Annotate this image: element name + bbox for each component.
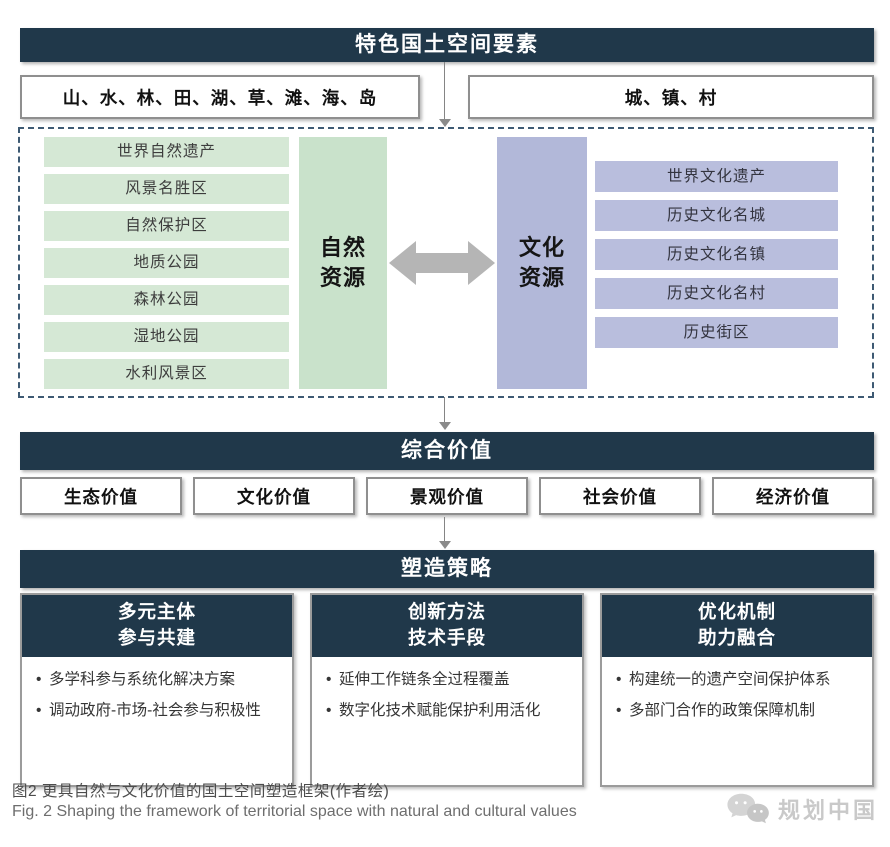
cultural-item: 历史文化名村	[595, 278, 838, 309]
cultural-item: 历史文化名镇	[595, 239, 838, 270]
value-section-header: 综合价值	[20, 432, 874, 470]
natural-item: 水利风景区	[44, 359, 289, 389]
down-arrow-line-3	[444, 517, 445, 542]
down-arrow-icon	[439, 422, 451, 430]
strategy-section-header: 塑造策略	[20, 550, 874, 588]
strategy-card-participation: 多元主体 参与共建 多学科参与系统化解决方案 调动政府-市场-社会参与积极性	[20, 593, 294, 787]
strategy-card-body: 多学科参与系统化解决方案 调动政府-市场-社会参与积极性	[22, 657, 292, 785]
natural-item: 世界自然遗产	[44, 137, 289, 167]
strategy-card-header: 优化机制 助力融合	[602, 595, 872, 657]
value-box: 景观价值	[366, 477, 528, 515]
natural-panel-line1: 自然	[319, 235, 366, 260]
value-box: 生态价值	[20, 477, 182, 515]
value-box: 经济价值	[712, 477, 874, 515]
down-arrow-line-1	[444, 62, 445, 120]
brand-logo: 规划中国	[726, 792, 878, 826]
cultural-item: 历史文化名城	[595, 200, 838, 231]
strategy-cards-row: 多元主体 参与共建 多学科参与系统化解决方案 调动政府-市场-社会参与积极性 创…	[20, 593, 874, 787]
caption-english: Fig. 2 Shaping the framework of territor…	[12, 803, 577, 820]
strategy-bullet: 调动政府-市场-社会参与积极性	[32, 700, 284, 722]
strategy-card-title-line2: 技术手段	[407, 627, 486, 648]
natural-item: 自然保护区	[44, 211, 289, 241]
strategy-card-header: 多元主体 参与共建	[22, 595, 292, 657]
value-box: 文化价值	[193, 477, 355, 515]
strategy-bullet: 构建统一的遗产空间保护体系	[612, 669, 864, 691]
natural-item: 地质公园	[44, 248, 289, 278]
cultural-item: 世界文化遗产	[595, 161, 838, 192]
strategy-card-header: 创新方法 技术手段	[312, 595, 582, 657]
down-arrow-line-2	[444, 397, 445, 423]
double-arrow-icon	[389, 241, 495, 285]
strategy-bullet: 延伸工作链条全过程覆盖	[322, 669, 574, 691]
down-arrow-icon	[439, 119, 451, 127]
chat-bubbles-icon	[727, 793, 769, 824]
strategy-card-title-line2: 助力融合	[697, 627, 776, 648]
strategy-bullet: 数字化技术赋能保护利用活化	[322, 700, 574, 722]
value-section-title: 综合价值	[401, 439, 493, 462]
value-boxes-row: 生态价值 文化价值 景观价值 社会价值 经济价值	[20, 477, 874, 515]
strategy-card-title-line1: 优化机制	[697, 601, 776, 622]
settlement-elements-label: 城、镇、村	[624, 87, 718, 108]
strategy-card-mechanism: 优化机制 助力融合 构建统一的遗产空间保护体系 多部门合作的政策保障机制	[600, 593, 874, 787]
strategy-card-body: 构建统一的遗产空间保护体系 多部门合作的政策保障机制	[602, 657, 872, 785]
cultural-panel-line2: 资源	[518, 265, 565, 290]
strategy-card-body: 延伸工作链条全过程覆盖 数字化技术赋能保护利用活化	[312, 657, 582, 785]
natural-item: 森林公园	[44, 285, 289, 315]
natural-item: 湿地公园	[44, 322, 289, 352]
top-header: 特色国土空间要素	[20, 28, 874, 62]
strategy-card-innovation: 创新方法 技术手段 延伸工作链条全过程覆盖 数字化技术赋能保护利用活化	[310, 593, 584, 787]
strategy-card-title-line1: 创新方法	[407, 601, 486, 622]
cultural-panel-line1: 文化	[518, 235, 565, 260]
value-box: 社会价值	[539, 477, 701, 515]
cultural-resources-panel: 文化 资源	[497, 137, 587, 389]
strategy-card-title-line1: 多元主体	[117, 601, 196, 622]
strategy-card-title-line2: 参与共建	[117, 627, 196, 648]
brand-logo-text: 规划中国	[777, 798, 878, 823]
natural-item: 风景名胜区	[44, 174, 289, 204]
cultural-item: 历史街区	[595, 317, 838, 348]
top-header-label: 特色国土空间要素	[355, 33, 539, 56]
strategy-bullet: 多学科参与系统化解决方案	[32, 669, 284, 691]
natural-elements-box: 山、水、林、田、湖、草、滩、海、岛	[20, 75, 420, 119]
strategy-bullet: 多部门合作的政策保障机制	[612, 700, 864, 722]
strategy-section-title: 塑造策略	[401, 557, 493, 580]
natural-panel-line2: 资源	[319, 265, 366, 290]
settlement-elements-box: 城、镇、村	[468, 75, 874, 119]
caption-chinese: 图2 更具自然与文化价值的国土空间塑造框架(作者绘)	[12, 783, 390, 800]
down-arrow-icon	[439, 541, 451, 549]
natural-elements-label: 山、水、林、田、湖、草、滩、海、岛	[62, 87, 378, 108]
natural-resources-panel: 自然 资源	[299, 137, 387, 389]
